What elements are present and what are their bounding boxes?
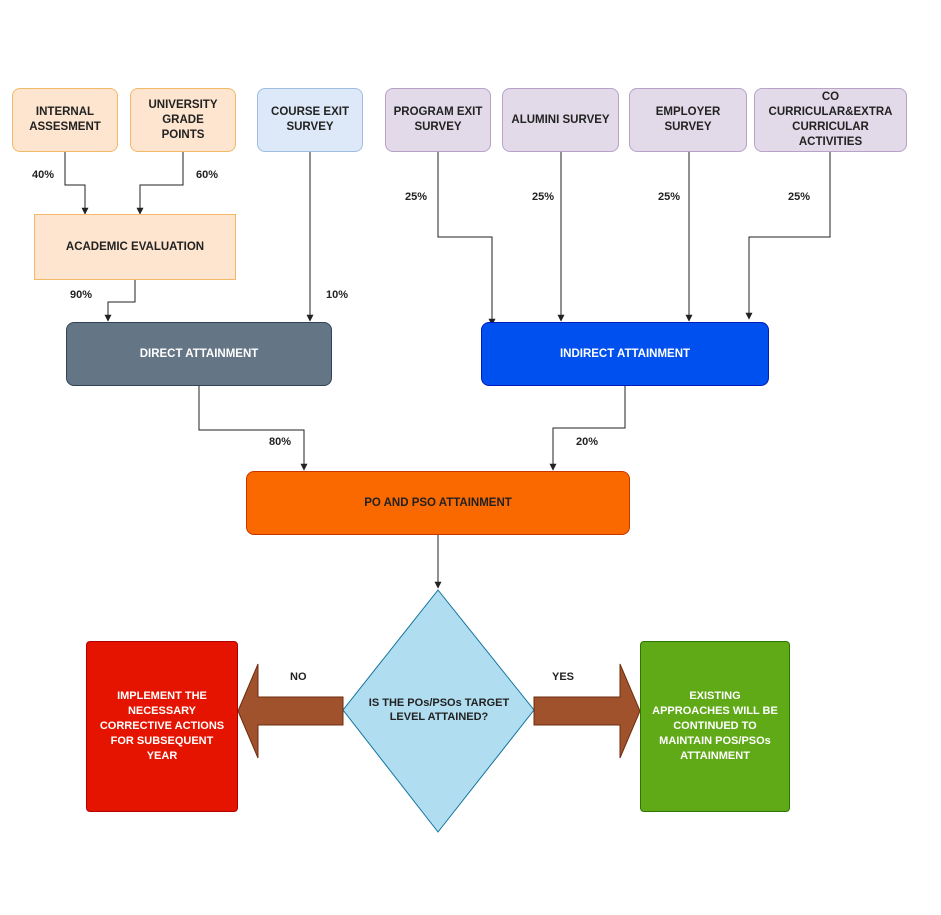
decision-label: IS THE POs/PSOs TARGET LEVEL ATTAINED? xyxy=(368,697,510,723)
weight-co-curricular: 25% xyxy=(788,191,811,203)
connector-program-exit-to-indirect xyxy=(437,152,496,326)
connector-university-to-academic xyxy=(136,152,184,215)
weight-course-exit: 10% xyxy=(326,289,349,301)
weight-program-exit: 25% xyxy=(405,191,428,203)
weight-employer: 25% xyxy=(658,191,681,203)
decision-diamond xyxy=(342,589,535,833)
internal-assessment-box: INTERNAL ASSESMENT xyxy=(12,88,118,152)
weight-university: 60% xyxy=(196,169,219,181)
connector-internal-to-academic xyxy=(64,152,89,215)
connector-direct-to-po xyxy=(198,385,308,471)
weight-indirect: 20% xyxy=(576,436,599,448)
branch-yes-label: YES xyxy=(552,671,575,683)
course-exit-survey-box: COURSE EXIT SURVEY xyxy=(257,88,363,152)
corrective-actions-box: IMPLEMENT THE NECESSARY CORRECTIVE ACTIO… xyxy=(86,641,238,812)
weight-alumni: 25% xyxy=(532,191,555,203)
weight-academic: 90% xyxy=(70,289,93,301)
po-pso-attainment-box: PO AND PSO ATTAINMENT xyxy=(246,471,630,535)
weight-internal: 40% xyxy=(32,169,55,181)
academic-evaluation-box: ACADEMIC EVALUATION xyxy=(34,214,236,280)
yes-block-arrow xyxy=(533,663,641,759)
connector-indirect-to-po xyxy=(549,385,626,471)
program-exit-survey-box: PROGRAM EXIT SURVEY xyxy=(385,88,491,152)
connector-cocurricular-to-indirect xyxy=(745,152,831,320)
co-curricular-activities-box: CO CURRICULAR&EXTRA CURRICULAR ACTIVITIE… xyxy=(754,88,907,152)
no-block-arrow xyxy=(237,663,344,759)
weight-direct: 80% xyxy=(269,436,292,448)
alumni-survey-box: ALUMINI SURVEY xyxy=(502,88,619,152)
indirect-attainment-box: INDIRECT ATTAINMENT xyxy=(481,322,769,386)
branch-no-label: NO xyxy=(290,671,307,683)
existing-approaches-box: EXISTING APPROACHES WILL BE CONTINUED TO… xyxy=(640,641,790,812)
university-grade-points-box: UNIVERSITY GRADE POINTS xyxy=(130,88,236,152)
direct-attainment-box: DIRECT ATTAINMENT xyxy=(66,322,332,386)
employer-survey-box: EMPLOYER SURVEY xyxy=(629,88,747,152)
connector-academic-to-direct xyxy=(104,280,136,322)
